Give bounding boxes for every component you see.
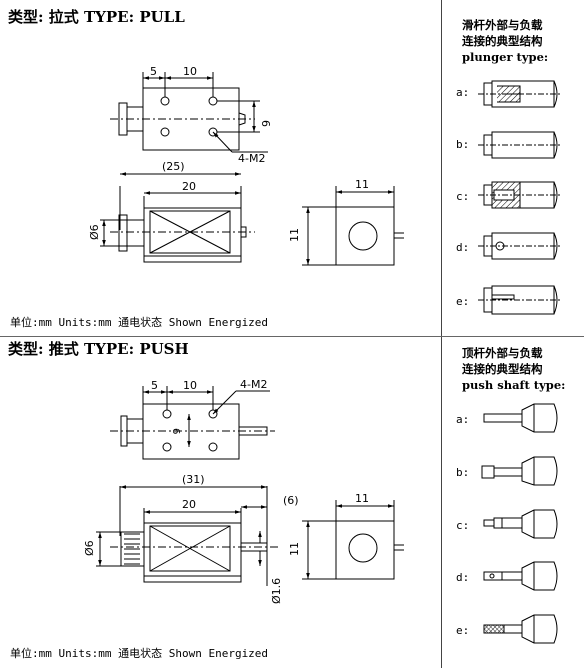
pull-units-note: 单位:mm Units:mm 通电状态 Shown Energized	[10, 316, 269, 329]
pull-side-bore	[348, 221, 378, 251]
pushshaft-heading-line-1: 顶杆外部与负载	[462, 346, 543, 360]
push-units-note: 单位:mm Units:mm 通电状态 Shown Energized	[10, 647, 269, 660]
plunger-label-b: b:	[456, 138, 470, 151]
plunger-c	[478, 181, 562, 209]
plunger-heading-line-1: 滑杆外部与负载	[462, 18, 543, 32]
push-dim-6p: (6)	[283, 494, 299, 507]
pushshaft-label-e: e:	[456, 624, 470, 637]
push-side-bore	[348, 533, 378, 563]
push-dim-31: (31)	[182, 473, 205, 486]
pull-title: 类型: 拉式 TYPE: PULL	[8, 8, 185, 26]
push-dim-5: 5	[151, 379, 158, 392]
pushshaft-a	[483, 403, 558, 433]
pushshaft-label-a: a:	[456, 413, 470, 426]
push-front-coil	[149, 525, 231, 572]
pull-hole-3	[160, 127, 170, 137]
pull-dim-20: 20	[182, 180, 196, 193]
pull-drawing: 5 10 6 4-M2 (25) 20 Ø6 11 11	[88, 65, 404, 266]
pushshaft-label-b: b:	[456, 466, 470, 479]
plunger-b	[478, 131, 562, 159]
pull-front-plunger	[126, 219, 145, 247]
push-dim-dia16: Ø1.6	[270, 578, 283, 604]
pushshaft-types-drawing	[481, 403, 558, 644]
pull-dim-dia6: Ø6	[88, 224, 101, 240]
pushshaft-label-d: d:	[456, 571, 470, 584]
push-drawing: 5 10 4-M2 6 (31) 20 (6) Ø6 Ø1.6 11 11	[83, 378, 404, 604]
plunger-label-d: d:	[456, 241, 470, 254]
plunger-heading-line-2: 连接的典型结构	[462, 34, 543, 48]
pull-dim-6: 6	[259, 120, 272, 127]
pushshaft-heading-line-3: push shaft type:	[462, 378, 566, 392]
plunger-label-a: a:	[456, 86, 470, 99]
pull-dim-25: (25)	[162, 160, 185, 173]
push-title: 类型: 推式 TYPE: PUSH	[8, 340, 189, 358]
pull-front-plunger-head	[118, 214, 128, 252]
plunger-label-c: c:	[456, 190, 470, 203]
push-dim-10: 10	[183, 379, 197, 392]
pull-dim-11h: 11	[355, 178, 369, 191]
plunger-e	[478, 285, 562, 315]
pushshaft-heading-line-2: 连接的典型结构	[462, 362, 543, 376]
pushshaft-heading: 顶杆外部与负载 连接的典型结构 push shaft type:	[462, 345, 565, 393]
push-dim-6: 6	[170, 428, 181, 434]
pull-side-body	[335, 206, 395, 266]
push-dim-dia6: Ø6	[83, 540, 96, 556]
pushshaft-b	[481, 456, 558, 486]
pull-dim-10: 10	[183, 65, 197, 78]
push-dim-11h: 11	[355, 492, 369, 505]
pull-hole-1	[160, 96, 170, 106]
pull-dim-11v: 11	[288, 228, 301, 242]
plunger-a	[478, 80, 562, 108]
pull-dim-4m2: 4-M2	[238, 152, 265, 165]
plunger-d	[478, 232, 562, 260]
pushshaft-d	[483, 561, 558, 591]
plunger-heading: 滑杆外部与负载 连接的典型结构 plunger type:	[462, 17, 548, 65]
pull-hole-2	[208, 96, 218, 106]
pushshaft-c	[483, 509, 558, 539]
push-side-body	[335, 520, 395, 580]
vertical-divider	[441, 0, 442, 668]
push-spring	[124, 533, 140, 565]
plunger-label-e: e:	[456, 295, 470, 308]
horizontal-divider	[0, 336, 584, 337]
plunger-types-drawing	[478, 80, 562, 315]
push-dim-20: 20	[182, 498, 196, 511]
pushshaft-e	[483, 614, 558, 644]
push-dim-11v: 11	[288, 542, 301, 556]
pushshaft-label-c: c:	[456, 519, 470, 532]
plunger-heading-line-3: plunger type:	[462, 50, 549, 64]
push-dim-4m2: 4-M2	[240, 378, 267, 391]
pull-dim-5: 5	[150, 65, 157, 78]
